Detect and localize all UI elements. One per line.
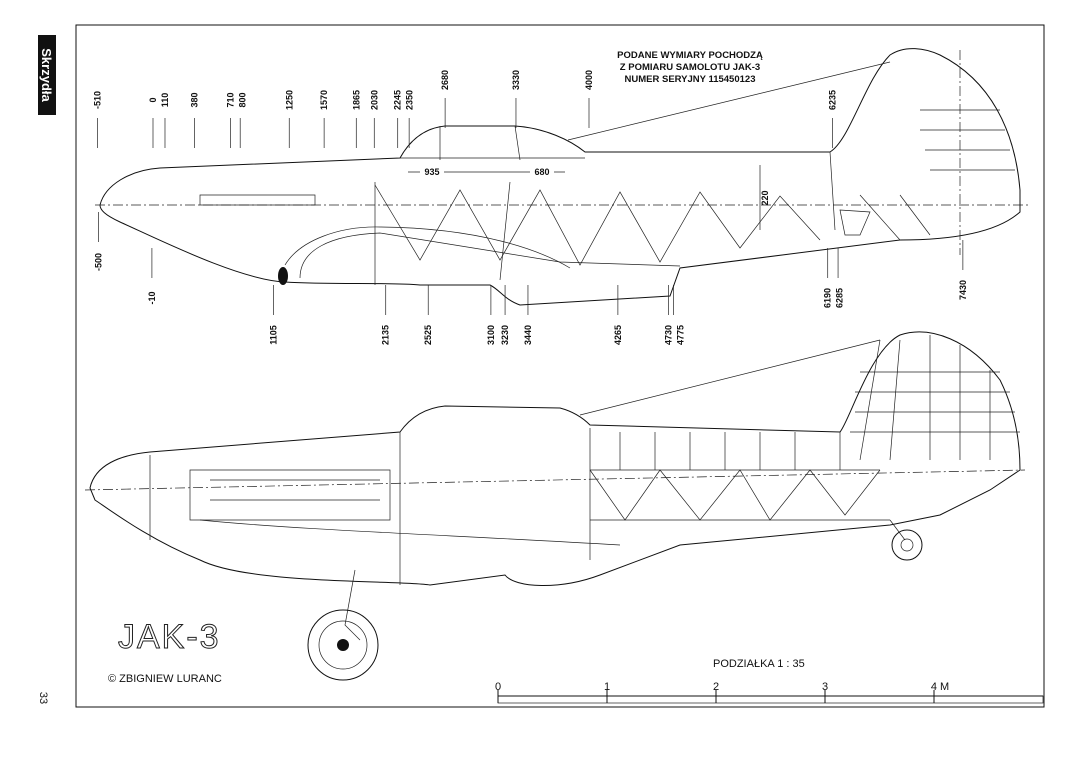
dimension-label: 1570: [319, 90, 329, 110]
aircraft-title: JAK-3: [118, 618, 221, 656]
dimension-label: 0: [148, 97, 158, 102]
dimension-label: 6235: [828, 90, 838, 110]
measurement-note: PODANE WYMIARY POCHODZĄ Z POMIARU SAMOLO…: [617, 50, 763, 85]
inline-dimensions: 935 680 220: [408, 165, 770, 230]
dimension-label: 6190: [823, 288, 833, 308]
dimension-label: 3230: [500, 325, 510, 345]
dimension-label: -510: [92, 91, 102, 109]
dimension-label: 2525: [423, 325, 433, 345]
aircraft-cutaway: [84, 331, 1026, 681]
scale-tick-3: 3: [822, 681, 828, 693]
dimension-label: 4265: [613, 325, 623, 345]
dimension-label: -500: [94, 253, 104, 271]
dimension-label: 2135: [381, 325, 391, 345]
dimension-label: 380: [189, 92, 199, 107]
scale-tick-2: 2: [713, 681, 719, 693]
svg-text:Skrzydła: Skrzydła: [39, 48, 54, 102]
dimension-label: 2680: [440, 70, 450, 90]
dimension-label: 1105: [268, 325, 278, 345]
copyright: © ZBIGNIEW LURANC: [108, 673, 222, 685]
dim-935: 935: [424, 167, 439, 177]
dimension-label: 4730: [664, 325, 674, 345]
dimension-label: -10: [147, 291, 157, 304]
dimension-label: 2245: [393, 90, 403, 110]
publication-logo: Skrzydła: [38, 35, 56, 115]
dimension-label: 7430: [958, 280, 968, 300]
scale-tick-1: 1: [604, 681, 610, 693]
svg-text:NUMER SERYJNY 115450123: NUMER SERYJNY 115450123: [625, 74, 756, 85]
dimension-label: 1865: [351, 90, 361, 110]
svg-text:Z POMIARU SAMOLOTU JAK-3: Z POMIARU SAMOLOTU JAK-3: [620, 62, 760, 73]
dimension-label: 3440: [523, 325, 533, 345]
scale-tick-4: 4 M: [931, 681, 949, 693]
scale-label: PODZIAŁKA 1 : 35: [713, 658, 805, 670]
dimension-label: 2030: [369, 90, 379, 110]
dimension-label: 4000: [584, 70, 594, 90]
dimension-label: 3100: [486, 325, 496, 345]
drawing-frame: [75, 24, 1045, 708]
dimension-label: 110: [160, 93, 170, 108]
dimension-label: 6285: [835, 288, 845, 308]
aircraft-profile-outline: [95, 48, 1030, 306]
dimension-label: 2350: [405, 90, 415, 110]
dimension-label: 3330: [511, 70, 521, 90]
dim-220: 220: [760, 190, 770, 205]
scale-tick-0: 0: [495, 681, 501, 693]
scale-bar: 0 1 2 3 4 M: [495, 681, 1044, 704]
dim-680: 680: [534, 167, 549, 177]
dimension-label: 710: [225, 92, 235, 107]
dimension-label: 1250: [284, 90, 294, 110]
svg-text:PODANE WYMIARY POCHODZĄ: PODANE WYMIARY POCHODZĄ: [617, 50, 763, 61]
dimension-label: 800: [237, 92, 247, 107]
dimension-label: 4775: [676, 325, 686, 345]
page-number: 33: [37, 692, 49, 704]
